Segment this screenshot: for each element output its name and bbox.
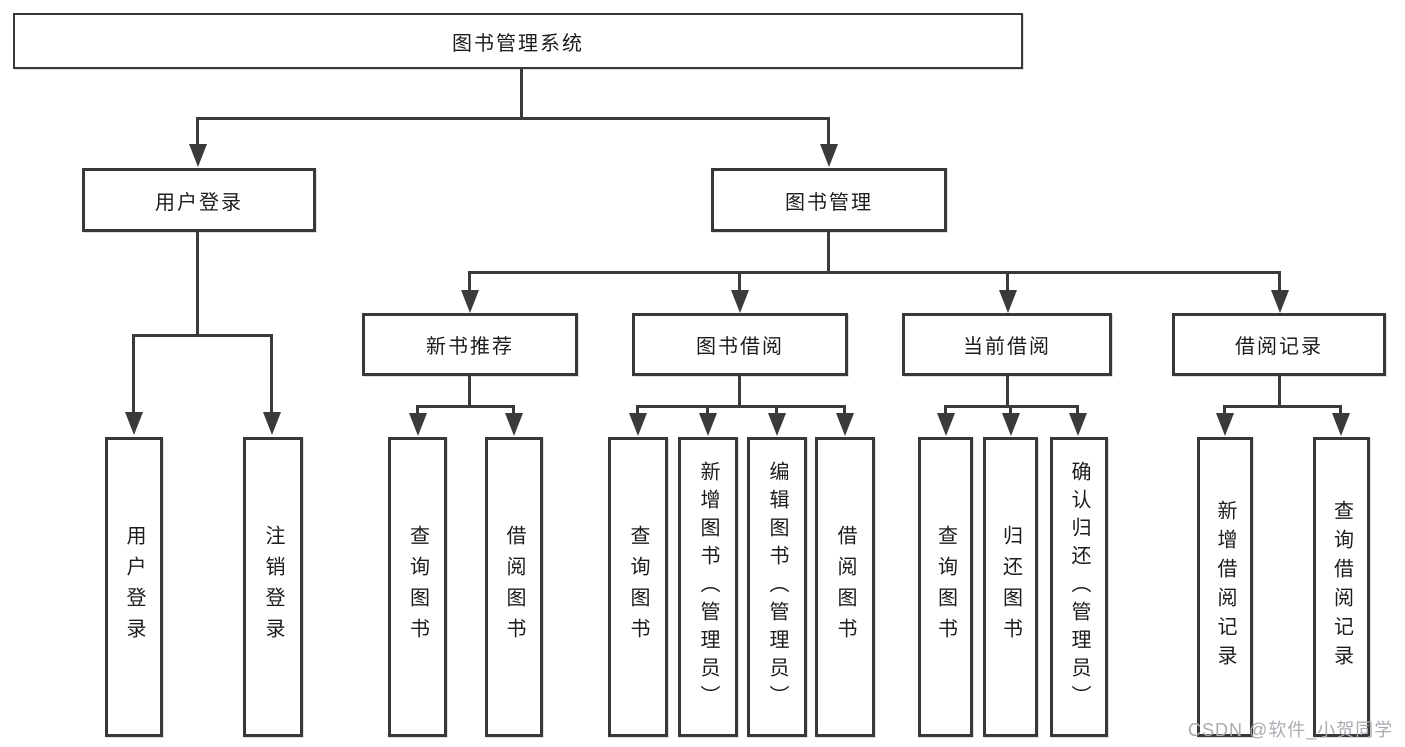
arrow-down-icon	[1216, 413, 1234, 436]
arrow-down-icon	[999, 290, 1017, 313]
connector-line	[1006, 271, 1009, 293]
node-root-label: 图书管理系统	[452, 32, 584, 55]
connector-line	[520, 69, 523, 119]
leaf-current-query-books: 查询图书	[918, 437, 973, 737]
arrow-down-icon	[189, 144, 207, 167]
leaf-current-confirm-return-admin: 确认归还（管理员）	[1050, 437, 1108, 737]
leaf-current-confirm-return-admin-label: 确认归还（管理员）	[1068, 461, 1090, 713]
connector-line	[468, 271, 1281, 274]
leaf-record-add-borrow-record-label: 新增借阅记录	[1214, 500, 1236, 674]
connector-line	[944, 405, 947, 416]
node-borrow-record-label: 借阅记录	[1235, 336, 1323, 358]
connector-line	[636, 405, 639, 416]
node-new-book-recommend-label: 新书推荐	[426, 336, 514, 358]
connector-line	[270, 334, 273, 412]
connector-line	[468, 376, 471, 407]
arrow-down-icon	[629, 413, 647, 436]
leaf-borrow-add-books-admin-label: 新增图书（管理员）	[697, 461, 719, 713]
node-root: 图书管理系统	[13, 13, 1023, 69]
connector-line	[1006, 376, 1009, 407]
connector-line	[1223, 405, 1342, 408]
arrow-down-icon	[1271, 290, 1289, 313]
leaf-current-query-books-label: 查询图书	[934, 525, 957, 649]
leaf-logout: 注销登录	[243, 437, 303, 737]
leaf-borrow-edit-books-admin-label: 编辑图书（管理员）	[766, 461, 788, 713]
node-book-borrow-label: 图书借阅	[696, 336, 784, 358]
leaf-borrow-add-books-admin: 新增图书（管理员）	[678, 437, 738, 737]
leaf-newbook-query-books: 查询图书	[388, 437, 447, 737]
connector-line	[196, 117, 830, 120]
connector-line	[132, 334, 273, 337]
connector-line	[1278, 376, 1281, 407]
leaf-borrow-borrow-books: 借阅图书	[815, 437, 875, 737]
node-current-borrow-label: 当前借阅	[963, 336, 1051, 358]
connector-line	[775, 405, 778, 416]
connector-line	[132, 334, 135, 412]
connector-line	[468, 271, 471, 293]
connector-line	[827, 117, 830, 147]
connector-line	[512, 405, 515, 416]
arrow-down-icon	[263, 412, 281, 435]
arrow-down-icon	[937, 413, 955, 436]
connector-line	[706, 405, 709, 416]
connector-line	[1076, 405, 1079, 416]
arrow-down-icon	[699, 413, 717, 436]
leaf-newbook-borrow-books-label: 借阅图书	[503, 525, 525, 649]
arrow-down-icon	[1069, 413, 1087, 436]
leaf-borrow-query-books: 查询图书	[608, 437, 668, 737]
arrow-down-icon	[768, 413, 786, 436]
node-borrow-record: 借阅记录	[1172, 313, 1386, 376]
node-book-management-label: 图书管理	[785, 191, 873, 214]
leaf-user-login-label: 用户登录	[123, 525, 145, 649]
arrow-down-icon	[836, 413, 854, 436]
leaf-borrow-edit-books-admin: 编辑图书（管理员）	[747, 437, 807, 737]
leaf-logout-label: 注销登录	[262, 525, 284, 649]
connector-line	[416, 405, 515, 408]
leaf-borrow-query-books-label: 查询图书	[627, 525, 649, 649]
connector-line	[1339, 405, 1342, 416]
leaf-current-return-books: 归还图书	[983, 437, 1038, 737]
connector-line	[1223, 405, 1226, 416]
connector-line	[416, 405, 419, 416]
csdn-watermark: CSDN @软件_小贺同学	[1188, 720, 1394, 740]
leaf-newbook-borrow-books: 借阅图书	[485, 437, 543, 737]
arrow-down-icon	[731, 290, 749, 313]
leaf-record-add-borrow-record: 新增借阅记录	[1197, 437, 1253, 737]
connector-line	[843, 405, 846, 416]
connector-line	[738, 376, 741, 407]
arrow-down-icon	[820, 144, 838, 167]
arrow-down-icon	[125, 412, 143, 435]
leaf-record-query-borrow-record-label: 查询借阅记录	[1330, 500, 1353, 674]
connector-line	[196, 232, 199, 336]
node-book-management: 图书管理	[711, 168, 947, 232]
connector-line	[636, 405, 845, 408]
node-book-borrow: 图书借阅	[632, 313, 848, 376]
node-current-borrow: 当前借阅	[902, 313, 1112, 376]
connector-line	[738, 271, 741, 293]
connector-line	[196, 117, 199, 147]
leaf-newbook-query-books-label: 查询图书	[406, 525, 429, 649]
leaf-borrow-borrow-books-label: 借阅图书	[834, 525, 856, 649]
arrow-down-icon	[1332, 413, 1350, 436]
leaf-record-query-borrow-record: 查询借阅记录	[1313, 437, 1370, 737]
node-user-login-label: 用户登录	[155, 191, 243, 214]
node-new-book-recommend: 新书推荐	[362, 313, 578, 376]
leaf-user-login: 用户登录	[105, 437, 163, 737]
connector-line	[1278, 271, 1281, 293]
arrow-down-icon	[409, 413, 427, 436]
connector-line	[1009, 405, 1012, 416]
arrow-down-icon	[505, 413, 523, 436]
connector-line	[827, 232, 830, 273]
arrow-down-icon	[1002, 413, 1020, 436]
arrow-down-icon	[461, 290, 479, 313]
leaf-current-return-books-label: 归还图书	[999, 525, 1022, 649]
node-user-login: 用户登录	[82, 168, 316, 232]
